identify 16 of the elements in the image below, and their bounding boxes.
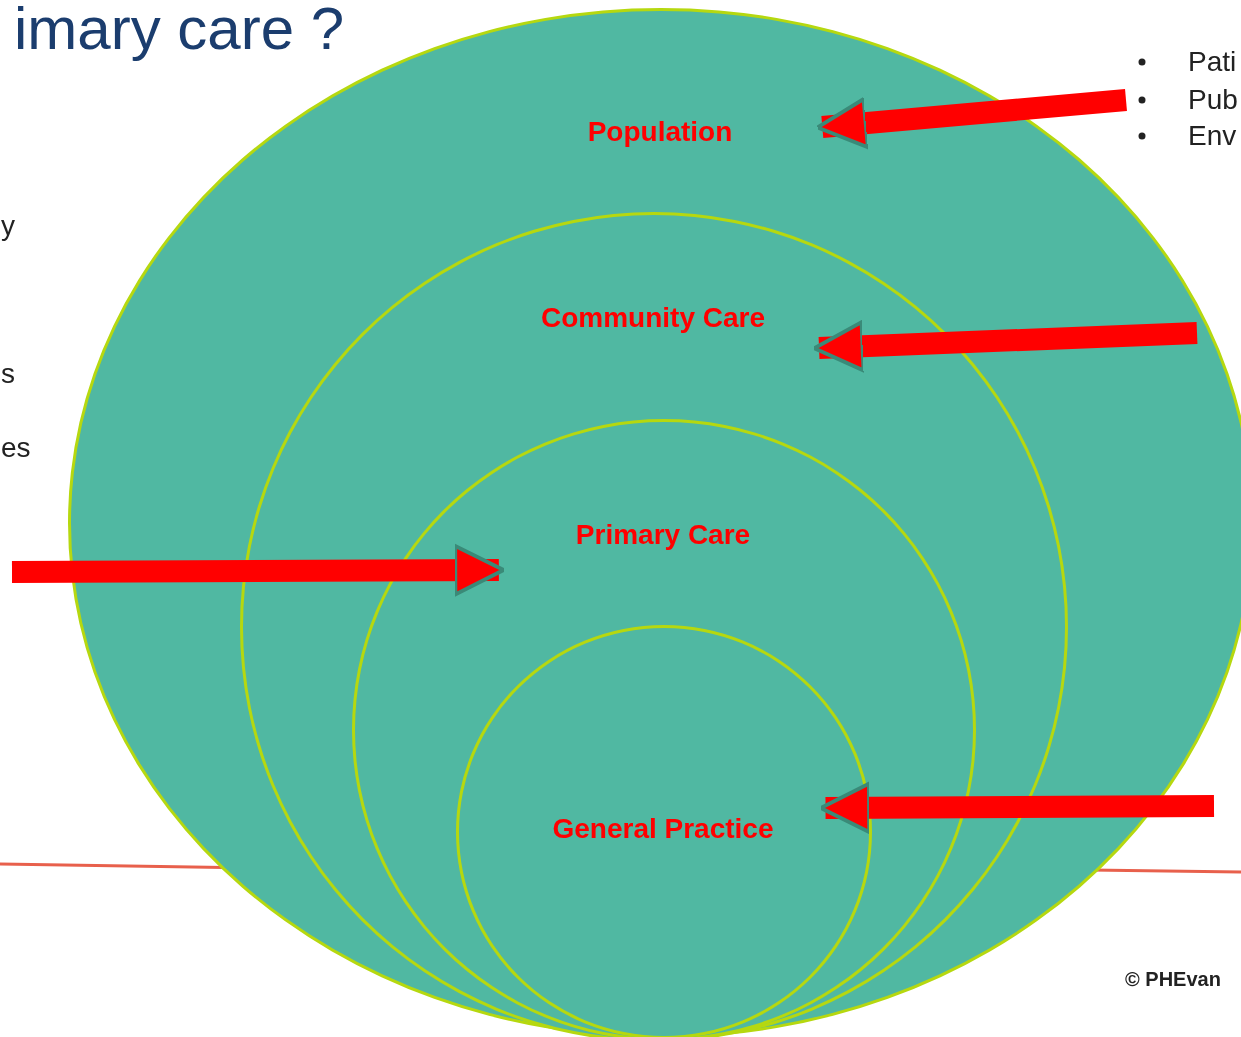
- arrow: [812, 320, 1198, 373]
- ring-label: General Practice: [552, 813, 774, 845]
- bullet-text: y: [1, 210, 15, 242]
- bullet-text: Env: [1188, 120, 1237, 152]
- bullet-text: Pati: [1188, 46, 1237, 78]
- arrow: [815, 89, 1127, 150]
- ring-label: Population: [587, 116, 733, 148]
- copyright-note: © PHEvan: [1125, 968, 1221, 991]
- bullet-text: s: [1, 358, 15, 390]
- bullet-text: es: [1, 432, 31, 464]
- ring-label: Community Care: [541, 302, 765, 334]
- slide-title: imary care ?: [14, 0, 345, 62]
- arrow: [11, 544, 506, 597]
- bullet-text: Pub: [1188, 84, 1238, 116]
- ring-label: Primary Care: [575, 519, 751, 551]
- arrow: [818, 781, 1215, 834]
